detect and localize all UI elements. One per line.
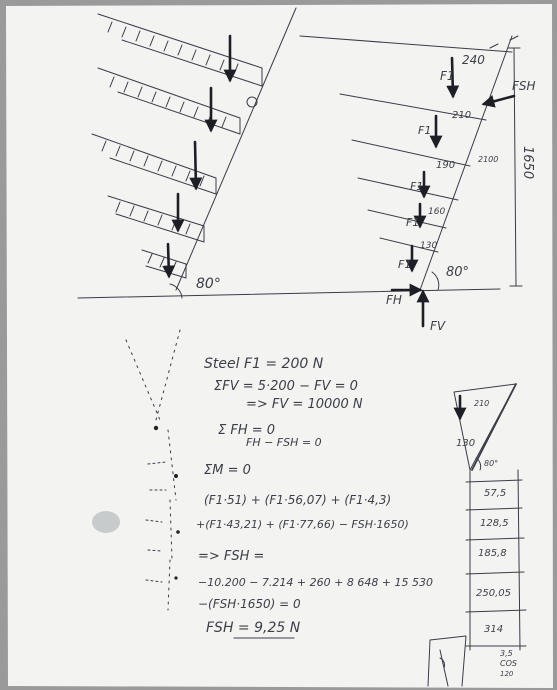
equation-line: ΣM = 0 xyxy=(204,463,251,478)
side-value: 250,05 xyxy=(476,588,511,599)
step-4 xyxy=(107,192,205,243)
equations-block: Steel F1 = 200 N ΣFV = 5·200 − FV = 0 =>… xyxy=(196,356,433,639)
side-small-dim: 210 xyxy=(474,399,489,408)
force-arrow-1 xyxy=(446,56,460,99)
equation-line: −(FSH·1650) = 0 xyxy=(198,597,301,611)
step-3 xyxy=(91,133,217,195)
corner-label: 3,5 xyxy=(500,649,513,658)
table-rows xyxy=(465,479,527,647)
top-tick xyxy=(489,35,519,49)
top-line xyxy=(299,35,513,53)
dim-160: 160 xyxy=(428,207,445,217)
angle-right-label: 80° xyxy=(446,265,469,280)
equation-line: +(F1·43,21) + (F1·77,66) − FSH·1650) xyxy=(196,518,409,531)
equation-line: Steel F1 = 200 N xyxy=(204,356,324,372)
result-line: FSH = 9,25 N xyxy=(206,620,301,636)
force-label-1: F1 xyxy=(440,69,455,83)
equation-line: => FSH = xyxy=(198,549,264,564)
dim-1650: 1650 xyxy=(520,146,535,179)
corner-label: 120 xyxy=(500,670,514,678)
step-1 xyxy=(97,13,263,87)
fh-label: FH xyxy=(386,293,402,307)
side-value: 128,5 xyxy=(480,518,509,529)
side-value: 57,5 xyxy=(484,488,506,499)
equation-line: FH − FSH = 0 xyxy=(246,436,322,449)
ground-line xyxy=(77,288,501,299)
side-value: 185,8 xyxy=(478,548,507,559)
paper-stain xyxy=(92,511,120,533)
pivot-circle xyxy=(246,96,258,108)
force-label-2: F1 xyxy=(418,124,431,137)
side-value: 314 xyxy=(484,624,503,635)
left-stair-diagram: 80° xyxy=(77,7,501,299)
right-free-body-diagram: F1 F1 F1 F1 F1 240 210 190 160 130 2100 … xyxy=(299,35,536,333)
left-dotted-guide xyxy=(125,329,181,611)
angle-left-label: 80° xyxy=(196,276,221,292)
ladder-rail xyxy=(175,7,297,291)
equation-line: −10.200 − 7.214 + 260 + 8 648 + 15 530 xyxy=(198,576,433,589)
force-label-4: F1 xyxy=(406,216,419,229)
angle-arc-right xyxy=(431,271,440,291)
dim-130: 130 xyxy=(420,241,437,251)
fsh-arrow xyxy=(481,94,516,108)
table-sides xyxy=(469,469,521,651)
fv-label: FV xyxy=(430,319,446,333)
height-dimension-line xyxy=(507,47,523,287)
dim-190: 190 xyxy=(436,160,455,171)
angle-arc xyxy=(169,283,183,299)
paper-sheet xyxy=(6,4,553,688)
force-label-3: F1 xyxy=(410,180,423,193)
side-left-dim: 130 xyxy=(456,438,475,449)
dim-210: 210 xyxy=(452,110,471,121)
corner-label: COS xyxy=(500,659,517,668)
step-5 xyxy=(141,242,187,279)
side-sketch: 210 130 80° 57,5 128,5 185,8 250,05 314 … xyxy=(427,383,527,687)
equation-line: => FV = 10000 N xyxy=(246,397,363,412)
ladder-rail-right xyxy=(419,35,513,291)
equation-line: (F1·51) + (F1·56,07) + (F1·4,3) xyxy=(204,493,391,507)
equation-line: Σ FH = 0 xyxy=(218,423,275,438)
side-angle: 80° xyxy=(484,459,498,468)
dim-240: 240 xyxy=(462,53,485,67)
dim-2100: 2100 xyxy=(478,155,498,164)
fsh-label: FSH xyxy=(512,79,536,93)
equation-line: ΣFV = 5·200 − FV = 0 xyxy=(214,379,358,394)
step-2 xyxy=(97,67,258,135)
force-label-5: F1 xyxy=(398,258,411,271)
